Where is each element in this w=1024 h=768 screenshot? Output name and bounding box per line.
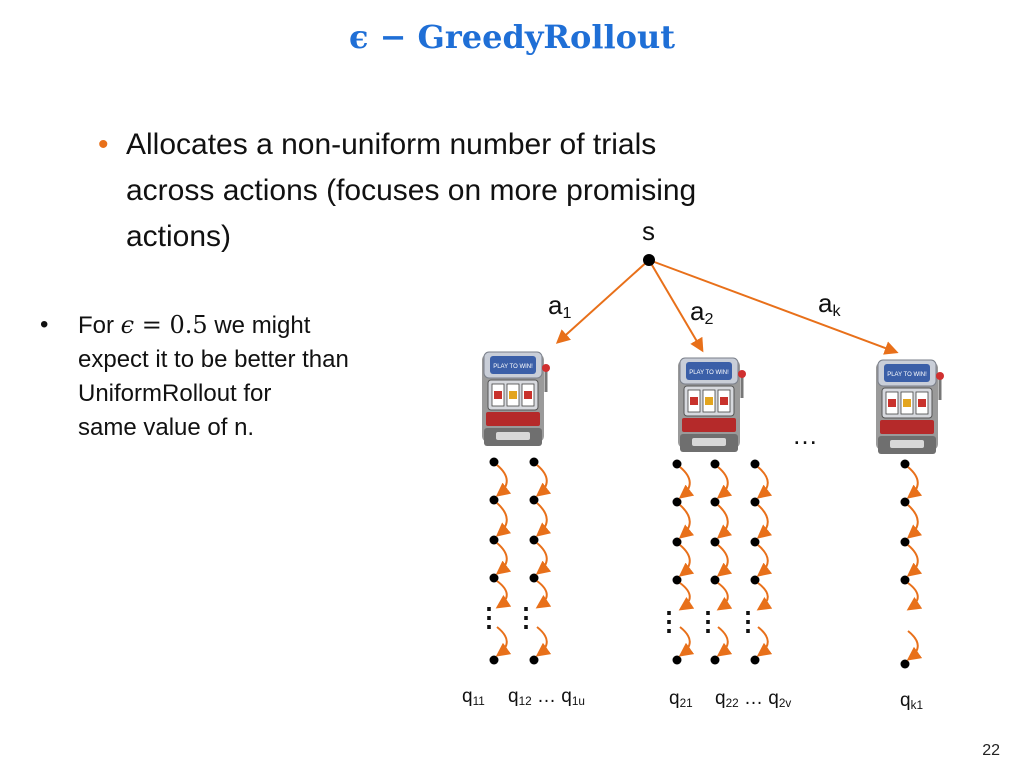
rollout-node <box>900 575 910 585</box>
rollout-arrow <box>756 466 773 499</box>
rollout-node <box>750 537 760 547</box>
rollout-node <box>750 655 760 665</box>
rollout-arrow <box>495 580 512 609</box>
rollout-node <box>489 495 499 505</box>
arms-ellipsis: … <box>792 420 818 450</box>
rollout-node <box>672 537 682 547</box>
side-bullet-line: expect it to be better than <box>78 346 349 373</box>
rollout-arrow <box>678 504 695 539</box>
rollout-node <box>900 659 910 669</box>
rollout-arrow <box>495 464 512 497</box>
rollout-arrow <box>756 582 773 611</box>
rollout-arrow <box>716 544 733 577</box>
rollout-node <box>489 655 499 665</box>
text-we-might: we might <box>207 312 311 339</box>
root-node <box>643 254 655 266</box>
rollout-arrow <box>716 504 733 539</box>
side-bullet-line: same value of n. <box>78 414 255 441</box>
page-number: 22 <box>982 742 1000 759</box>
rollout-node <box>489 573 499 583</box>
rollout-arrow <box>906 630 923 661</box>
rollout-arrow <box>678 466 695 499</box>
rollout-arrow <box>756 544 773 577</box>
rollout-arrow <box>756 626 773 657</box>
rollout-node <box>672 575 682 585</box>
rollout-arrow <box>678 626 695 657</box>
rollout-arrow <box>906 466 923 499</box>
vdots-col: ⋮ <box>513 602 539 632</box>
q-label-k1: qk1 <box>900 690 924 712</box>
rollout-node <box>529 535 539 545</box>
rollout-arrow <box>716 626 733 657</box>
side-bullet-text: For ϵ = 0.5 we might expect it to be bet… <box>78 308 498 445</box>
bullet-dot-icon: • <box>98 128 109 161</box>
rollout-arrow <box>495 502 512 537</box>
svg-text:PLAY TO WIN!: PLAY TO WIN! <box>689 370 729 376</box>
side-bullet-line: UniformRollout for <box>78 380 272 407</box>
rollout-node <box>710 655 720 665</box>
epsilon-symbol: ϵ <box>120 311 135 339</box>
rollout-node <box>900 459 910 469</box>
svg-text:PLAY TO WIN!: PLAY TO WIN! <box>493 364 533 370</box>
rollout-node <box>529 495 539 505</box>
rollout-node <box>529 457 539 467</box>
main-bullet-text: Allocates a non-uniform number of trials… <box>126 122 886 260</box>
main-bullet-line: Allocates a non-uniform number of trials <box>126 128 657 161</box>
q-label-22-2v: q22 … q2v <box>715 688 792 710</box>
rollout-node <box>672 459 682 469</box>
rollout-arrow <box>535 502 552 537</box>
rollout-node <box>529 655 539 665</box>
rollout-arrow <box>716 582 733 611</box>
q-label-12-1u: q12 … q1u <box>508 686 585 708</box>
rollout-node <box>710 459 720 469</box>
rollout-arrow <box>678 544 695 577</box>
rollout-node <box>489 457 499 467</box>
equals-value: = 0.5 <box>134 311 208 339</box>
rollout-node <box>710 575 720 585</box>
action-label-a1: a1 <box>548 290 572 323</box>
svg-text:PLAY TO WIN!: PLAY TO WIN! <box>887 372 927 378</box>
rollout-node <box>900 497 910 507</box>
rollout-node <box>672 655 682 665</box>
rollout-node <box>672 497 682 507</box>
bullet-dot-icon: • <box>40 311 49 338</box>
rollout-node <box>710 497 720 507</box>
rollout-node <box>489 535 499 545</box>
q-label-21: q21 <box>669 688 693 710</box>
main-bullet-line: across actions (focuses on more promisin… <box>126 174 697 207</box>
rollout-arrow <box>535 580 552 609</box>
rollout-arrow <box>678 582 695 611</box>
vdots-col: ⋮ <box>735 606 761 636</box>
text-for: For <box>78 312 121 339</box>
rollout-node <box>750 575 760 585</box>
rollout-arrow <box>535 464 552 497</box>
rollout-node <box>750 497 760 507</box>
action-label-a2: a2 <box>690 296 714 329</box>
action-label-ak: ak <box>818 288 841 321</box>
main-bullet-line: actions) <box>126 220 232 253</box>
rollout-arrow <box>535 542 552 575</box>
rollout-arrow <box>756 504 773 539</box>
slide-title: ϵ − GreedyRollout <box>348 18 676 56</box>
rollout-arrow <box>495 542 512 575</box>
vdots-col: ⋮ <box>656 606 682 636</box>
rollout-arrow <box>906 582 923 611</box>
rollout-node <box>900 537 910 547</box>
q-label-11: q11 <box>462 686 485 708</box>
root-to-arm-edges <box>555 259 899 355</box>
rollout-arrow <box>535 626 552 657</box>
vdots-col: ⋮ <box>695 606 721 636</box>
rollout-node <box>750 459 760 469</box>
rollout-arrow <box>716 466 733 499</box>
rollout-arrow <box>495 626 512 657</box>
rollout-node <box>710 537 720 547</box>
rollout-columns <box>489 457 923 669</box>
side-bullet-line: For ϵ = 0.5 we might <box>78 308 498 343</box>
rollout-arrow <box>906 544 923 577</box>
rollout-node <box>529 573 539 583</box>
root-state-label: s <box>642 216 655 246</box>
rollout-arrow <box>906 504 923 539</box>
